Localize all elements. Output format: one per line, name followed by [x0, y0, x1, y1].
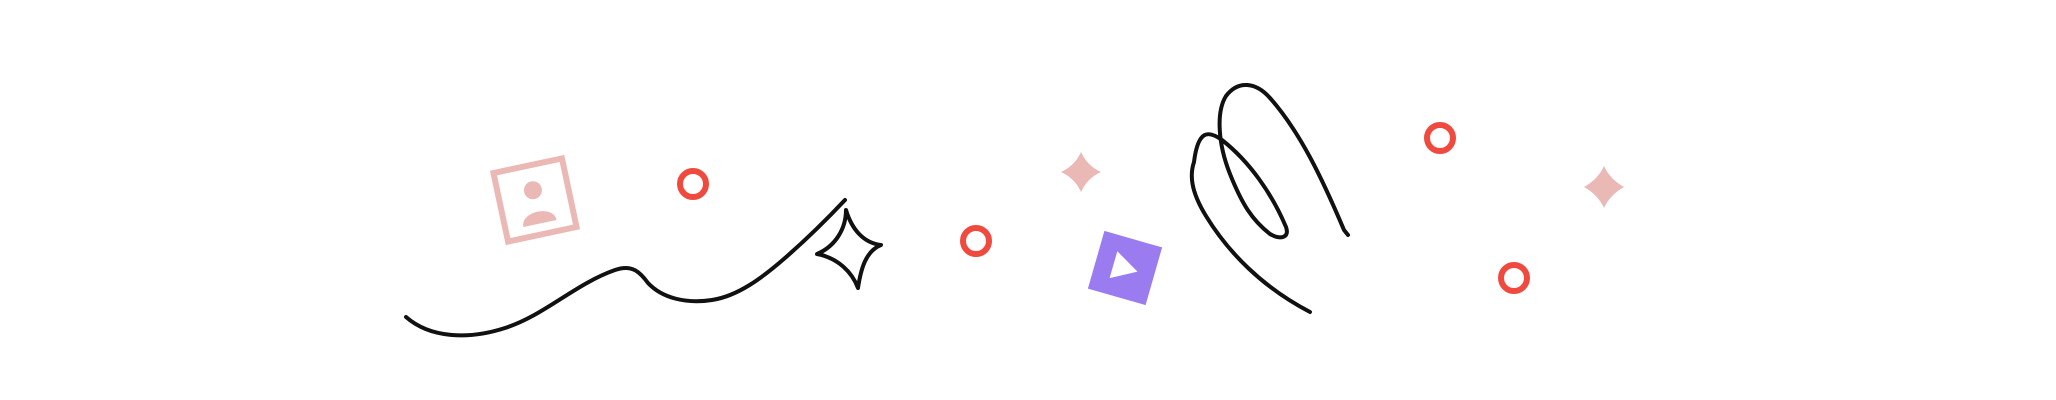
- wavy-scribble-line: [404, 198, 847, 338]
- ring-icon: [1498, 262, 1530, 294]
- ring-icon: [960, 225, 992, 257]
- sparkle-icon: [1061, 152, 1101, 192]
- ring-icon: [1424, 122, 1456, 154]
- image-icon: [489, 154, 581, 246]
- loop-scribble-line: [1189, 83, 1350, 314]
- video-play-icon: [1087, 230, 1163, 306]
- ring-icon: [677, 168, 709, 200]
- star-outline-icon: [815, 208, 883, 290]
- sparkle-icon: [1584, 166, 1624, 208]
